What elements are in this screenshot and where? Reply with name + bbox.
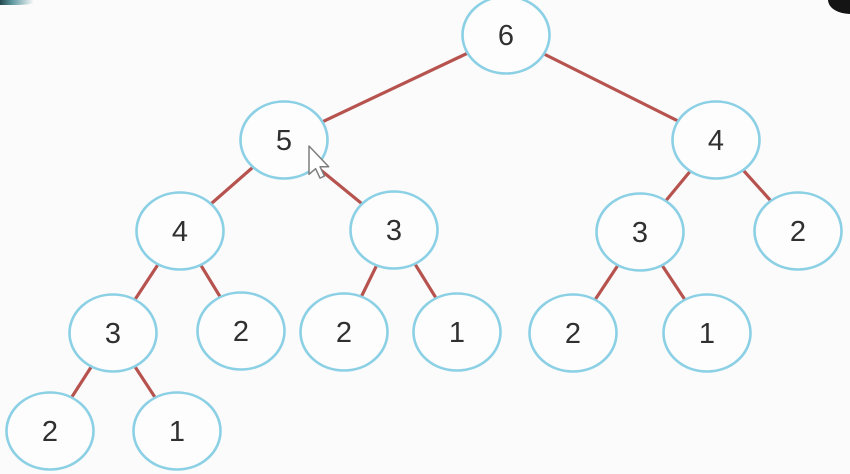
- tree-node-R: [671, 100, 761, 180]
- screen-edge-topleft: [0, 0, 40, 5]
- tree-node-LLL: [68, 293, 158, 373]
- mouse-cursor-icon: [308, 145, 330, 179]
- tree-node-value-L: 5: [276, 125, 292, 157]
- tree-node-LRR: [412, 292, 502, 372]
- tree-node-LLR: [196, 291, 286, 371]
- tree-node-value-LLLR: 1: [169, 416, 185, 448]
- tree-node-root: [461, 0, 551, 75]
- tree-node-value-LRR: 1: [449, 317, 465, 349]
- tree-node-LLLL: [5, 391, 95, 471]
- tree-node-LR: [349, 190, 439, 270]
- tree-node-value-RR: 2: [790, 216, 806, 248]
- tree-node-value-LR: 3: [386, 215, 402, 247]
- tree-node-value-root: 6: [498, 20, 514, 52]
- tree-node-value-LLLL: 2: [42, 416, 58, 448]
- tree-node-LLLR: [132, 391, 222, 471]
- tree-node-value-RLL: 2: [565, 318, 581, 350]
- tree-node-RL: [595, 192, 685, 272]
- tree-node-value-LLR: 2: [233, 316, 249, 348]
- tree-node-value-LL: 4: [172, 216, 188, 248]
- tree-node-LRL: [299, 292, 389, 372]
- tree-node-RR: [753, 191, 843, 271]
- tree-node-RLR: [662, 293, 752, 373]
- tree-node-L: [239, 100, 329, 180]
- tree-node-value-LLL: 3: [105, 318, 121, 350]
- tree-node-value-RLR: 1: [699, 318, 715, 350]
- tree-node-RLL: [528, 293, 618, 373]
- tree-node-value-RL: 3: [632, 217, 648, 249]
- tree-node-value-LRL: 2: [336, 317, 352, 349]
- tree-node-LL: [135, 191, 225, 271]
- tree-node-value-R: 4: [708, 125, 724, 157]
